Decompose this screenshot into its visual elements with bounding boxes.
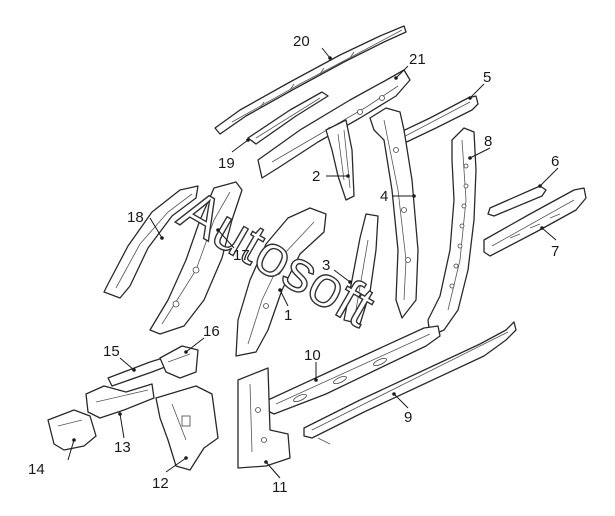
part-12-kick-panel xyxy=(155,385,219,471)
part-17-a-pillar-inner xyxy=(149,181,243,335)
part-1-hinge-pillar xyxy=(235,207,327,357)
part-13-lower-bracket xyxy=(85,383,155,419)
callout-5: 5 xyxy=(483,69,491,86)
callout-9: 9 xyxy=(404,409,412,426)
callout-12: 12 xyxy=(152,475,169,492)
part-3-center-reinforcement xyxy=(343,213,379,325)
part-4-b-pillar-inner xyxy=(369,107,419,319)
callout-21: 21 xyxy=(409,51,426,68)
part-7-rocker-extension xyxy=(483,187,587,257)
part-11-hinge-bracket xyxy=(237,367,291,469)
part-20-roof-rail xyxy=(214,25,407,135)
part-2-pillar-reinforcement xyxy=(325,119,355,201)
callout-8: 8 xyxy=(484,133,492,150)
callout-7: 7 xyxy=(551,243,559,260)
callout-1: 1 xyxy=(284,307,292,324)
callout-10: 10 xyxy=(304,347,321,364)
callout-17: 17 xyxy=(233,247,250,264)
part-16-bracket xyxy=(159,345,199,379)
callout-18: 18 xyxy=(127,209,144,226)
callout-2: 2 xyxy=(312,168,320,185)
leader-lines xyxy=(67,47,559,479)
callout-19: 19 xyxy=(218,155,235,172)
part-18-a-pillar-outer xyxy=(103,185,199,299)
callout-3: 3 xyxy=(322,257,330,274)
part-14-corner-piece xyxy=(47,409,97,451)
callout-14: 14 xyxy=(28,461,45,478)
callout-4: 4 xyxy=(380,188,388,205)
callout-20: 20 xyxy=(293,33,310,50)
part-5-header-bar xyxy=(387,95,479,149)
part-19-roof-bracket xyxy=(247,91,329,145)
callout-11: 11 xyxy=(272,479,288,496)
callout-16: 16 xyxy=(203,323,220,340)
callout-6: 6 xyxy=(551,153,559,170)
callout-13: 13 xyxy=(114,439,131,456)
callout-15: 15 xyxy=(103,343,120,360)
part-10-inner-sill xyxy=(265,325,441,415)
part-9-outer-sill xyxy=(303,321,517,445)
callout-labels: 20 21 5 19 2 4 8 6 7 18 17 1 3 10 9 11 1… xyxy=(28,33,559,496)
part-8-rear-pillar xyxy=(427,127,477,337)
